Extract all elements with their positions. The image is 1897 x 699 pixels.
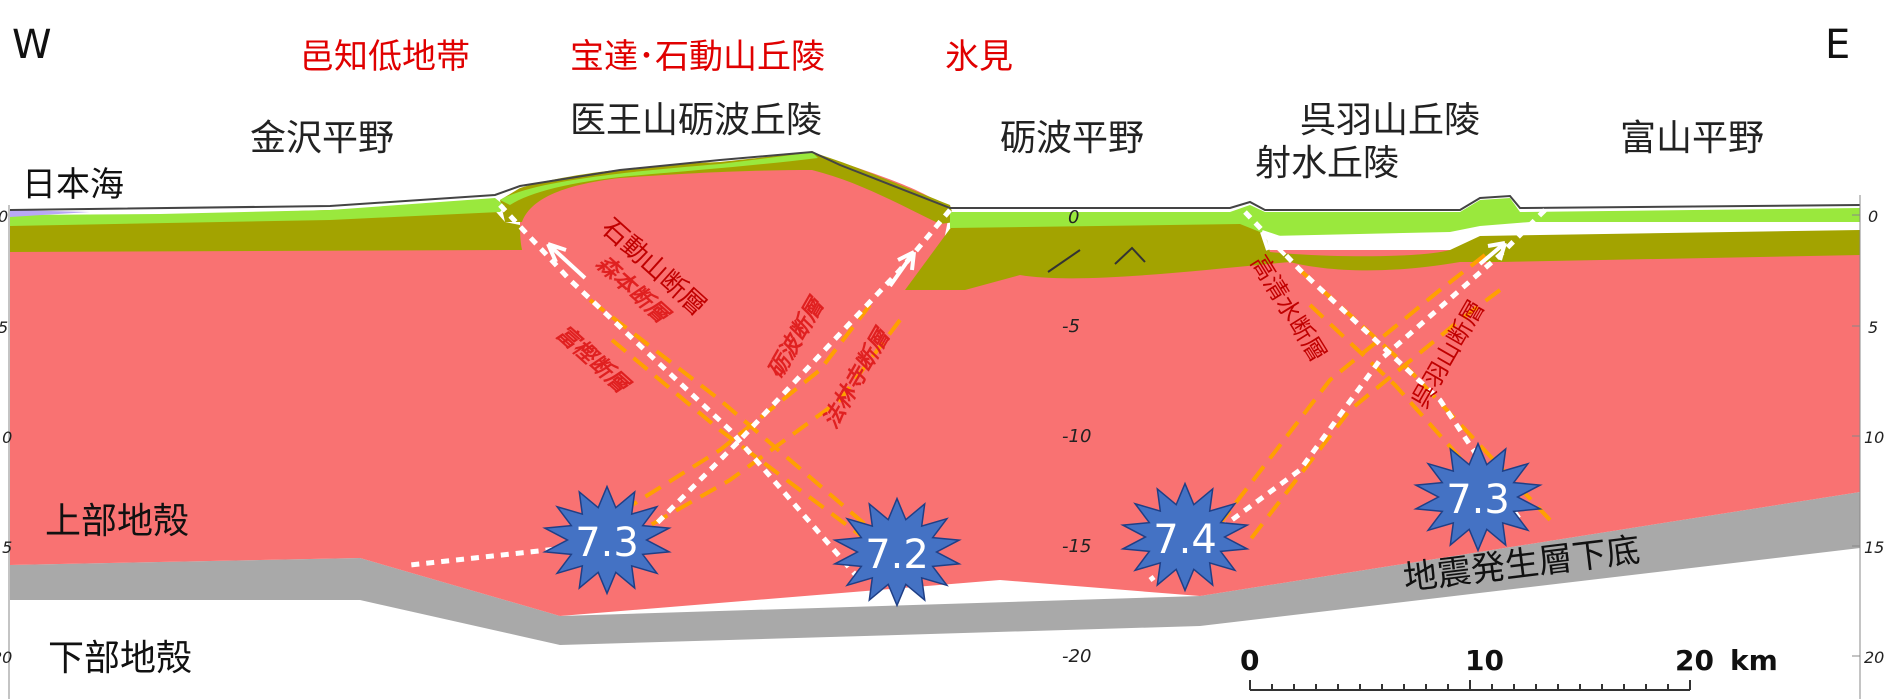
region-tonami: 砺波平野 xyxy=(1000,118,1144,159)
depth-right-0: 0 xyxy=(1868,207,1878,226)
label-sea: 日本海 xyxy=(22,165,124,205)
japan-sea xyxy=(10,210,90,217)
red-label-hodatsu: 宝達･石動山丘陵 xyxy=(570,37,825,77)
depth-center-5: -5 xyxy=(1062,316,1080,337)
distance-scale-bar: 0 10 20 km xyxy=(1240,644,1778,691)
depth-center-10: -10 xyxy=(1062,426,1091,447)
olive-rim-dome xyxy=(500,152,955,224)
depth-right-5: 5 xyxy=(1868,318,1878,337)
lower-crust-area xyxy=(10,492,1860,645)
scale-label-10: 10 xyxy=(1465,644,1504,677)
depth-left-0: 0 xyxy=(0,207,8,226)
depth-right-15: 15 xyxy=(1864,538,1884,557)
fault-envelope-tonami xyxy=(558,303,902,567)
red-label-himi: 氷見 xyxy=(945,37,1013,77)
fault-envelope-morimoto xyxy=(588,298,932,582)
scale-label-0: 0 xyxy=(1240,644,1259,677)
right-ticks xyxy=(1852,214,1860,657)
direction-east: E xyxy=(1825,22,1850,68)
slip-arrow-kurehayama xyxy=(1478,241,1507,266)
region-toyama: 富山平野 xyxy=(1620,118,1764,159)
scale-label-20: 20 xyxy=(1675,644,1714,677)
fault-line-kurehayama xyxy=(1148,208,1547,583)
magnitude-star-4: 7.3 xyxy=(1413,441,1543,553)
region-ioyama: 医王山砺波丘陵 xyxy=(570,100,822,141)
depth-right-10: 10 xyxy=(1864,428,1884,447)
green-layer-east xyxy=(950,198,1860,236)
region-imizu: 射水丘陵 xyxy=(1255,143,1399,184)
magnitude-value-4: 7.3 xyxy=(1446,477,1510,523)
slip-arrow-takashimizu xyxy=(1260,230,1287,257)
magnitude-star-2: 7.2 xyxy=(832,496,962,608)
direction-west: W xyxy=(12,22,52,68)
magnitude-star-3: 7.4 xyxy=(1120,481,1250,593)
magnitude-value-1: 7.3 xyxy=(575,520,639,566)
depth-right-20: 20 xyxy=(1864,648,1884,667)
depth-center-15: -15 xyxy=(1062,536,1091,557)
depth-center-20: -20 xyxy=(1062,646,1091,667)
region-kureha: 呉羽山丘陵 xyxy=(1300,100,1480,141)
ground-surface-line xyxy=(9,150,1861,211)
scale-unit: km xyxy=(1730,644,1778,677)
green-layer-dome xyxy=(500,152,818,205)
green-layer-west xyxy=(10,198,505,226)
fault-line-sekidozan xyxy=(498,203,862,582)
fault-envelope-kurehayama xyxy=(1213,253,1502,542)
slip-arrow-sekidozan xyxy=(546,242,587,280)
magnitude-value-3: 7.4 xyxy=(1153,517,1217,563)
label-lower-crust: 下部地殻 xyxy=(48,638,192,679)
magnitude-value-2: 7.2 xyxy=(865,532,929,578)
hinge-mark-right xyxy=(1114,246,1146,265)
slip-arrow-tonami xyxy=(888,250,916,288)
depth-left-5: 5 xyxy=(0,318,8,337)
region-kanazawa: 金沢平野 xyxy=(250,118,394,159)
magnitude-star-1: 7.3 xyxy=(542,484,672,596)
depth-center-0: 0 xyxy=(1068,207,1079,228)
olive-layer-tonami xyxy=(905,218,1860,290)
depth-left-20: 20 xyxy=(0,648,12,667)
label-upper-crust: 上部地殻 xyxy=(45,501,189,542)
depth-left-15: 15 xyxy=(0,538,12,557)
red-label-ouchi: 邑知低地帯 xyxy=(300,37,470,77)
hinge-mark-left xyxy=(1047,249,1081,273)
depth-left-10: 10 xyxy=(0,428,12,447)
